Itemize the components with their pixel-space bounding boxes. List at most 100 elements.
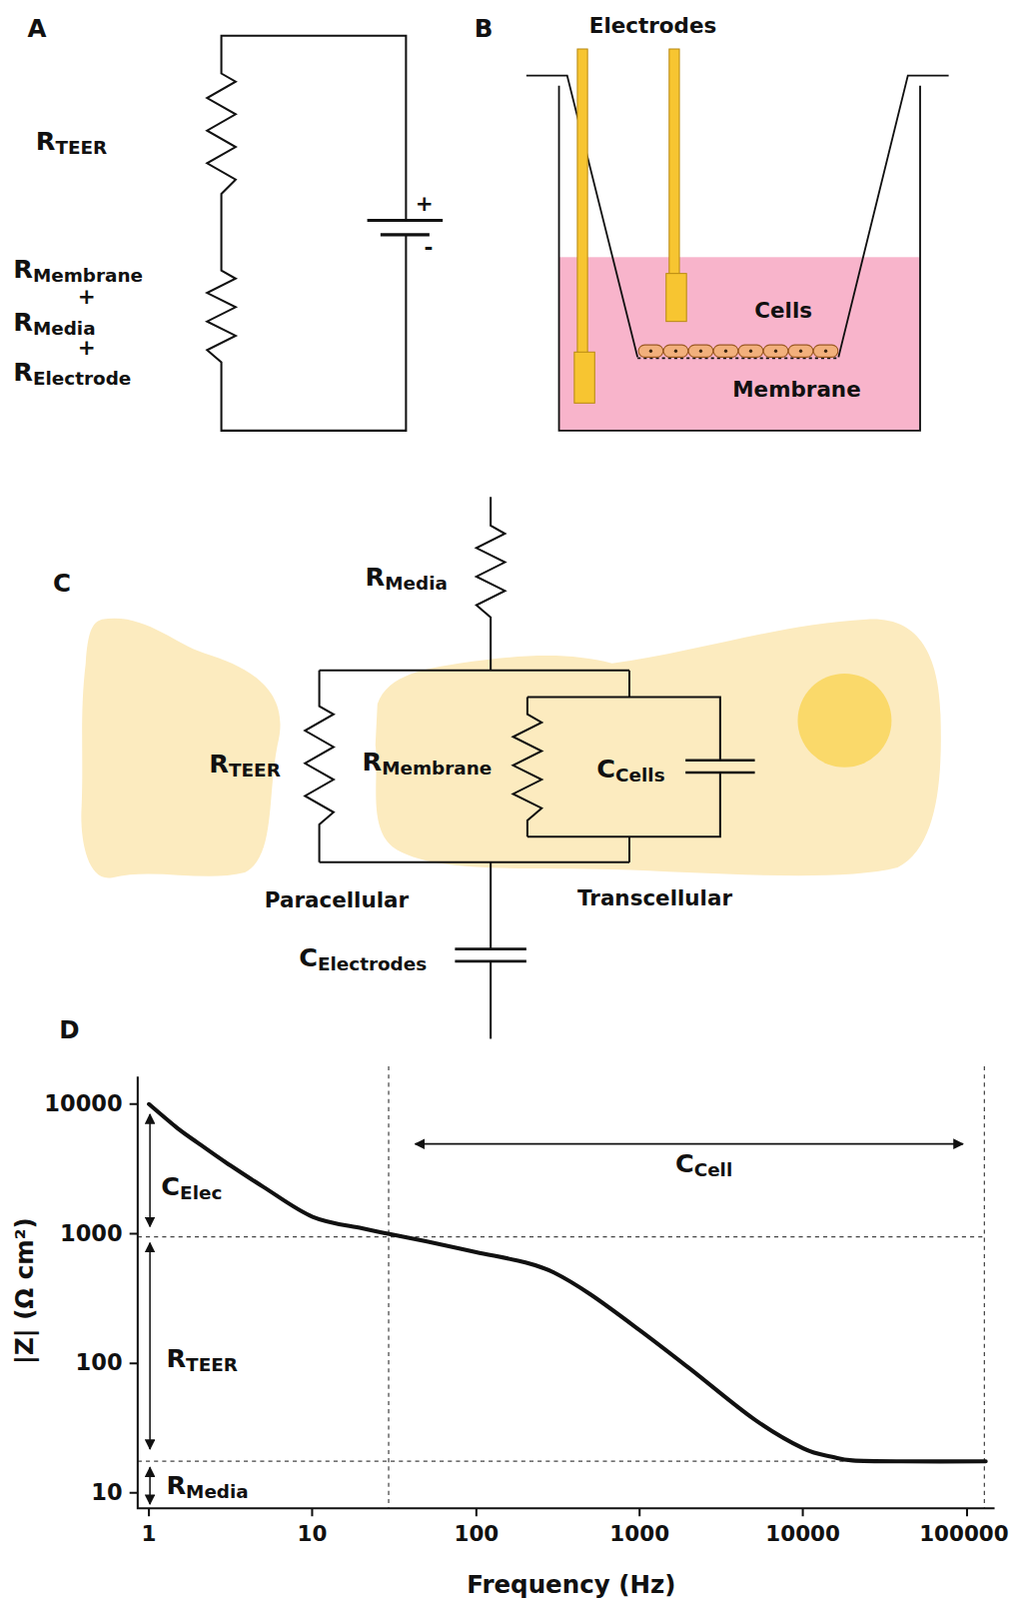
impedance-curve bbox=[148, 1103, 987, 1462]
axis-title: Frequency (Hz) bbox=[466, 1571, 676, 1597]
axis-tick-label: 1000 bbox=[609, 1523, 670, 1545]
electrode-label: Electrodes bbox=[589, 15, 717, 37]
wire bbox=[527, 696, 721, 760]
axis-line bbox=[137, 1075, 996, 1508]
panel-letter: C bbox=[52, 571, 71, 597]
guide-lines bbox=[137, 1065, 985, 1508]
axis-tick-label: 1000 bbox=[59, 1221, 123, 1244]
cell-layer bbox=[638, 344, 839, 357]
resistor-label: RMedia bbox=[12, 308, 95, 338]
y-ticks bbox=[129, 1103, 138, 1493]
battery-polarity: + bbox=[415, 192, 434, 214]
range-arrow bbox=[415, 1142, 964, 1145]
culture-medium bbox=[559, 256, 921, 431]
capacitor-label: CElectrodes bbox=[298, 945, 427, 975]
cell-nuclei bbox=[649, 349, 828, 353]
panel-letter: D bbox=[58, 1017, 79, 1043]
x-ticks bbox=[148, 1507, 968, 1516]
electrode-shaft bbox=[669, 48, 680, 275]
pathway-label: Paracellular bbox=[264, 890, 409, 912]
cell bbox=[788, 344, 814, 357]
battery-polarity: - bbox=[423, 236, 433, 258]
capacitor-label: CCells bbox=[596, 756, 665, 786]
media-resistor bbox=[476, 496, 506, 671]
capacitor-plate bbox=[685, 771, 755, 775]
range-label: RTEER bbox=[165, 1345, 237, 1375]
cell-nucleus bbox=[724, 349, 728, 353]
cell bbox=[638, 344, 664, 357]
resistor-label: RTEER bbox=[208, 751, 280, 781]
membrane-line bbox=[637, 356, 839, 359]
cell-nucleus bbox=[749, 349, 753, 353]
range-arrow bbox=[148, 1113, 151, 1226]
panel-letter: A bbox=[27, 15, 47, 41]
resistor-label: RElectrode bbox=[12, 358, 131, 388]
axis-tick-label: 10 bbox=[297, 1523, 328, 1545]
axis-tick-label: 10000 bbox=[765, 1523, 841, 1545]
guide-line bbox=[387, 1065, 389, 1508]
wire bbox=[319, 861, 630, 864]
electrode-shaft bbox=[577, 48, 588, 353]
panel-letter: B bbox=[474, 15, 494, 41]
well-outline bbox=[526, 75, 950, 431]
pathway-label: Transcellular bbox=[577, 888, 733, 910]
axis-tick-label: 10000 bbox=[43, 1092, 122, 1115]
range-arrow bbox=[148, 1466, 151, 1504]
cell-nucleus bbox=[824, 349, 828, 353]
range-arrows bbox=[149, 1113, 964, 1504]
capacitor-plate bbox=[454, 947, 526, 951]
range-label: CCell bbox=[675, 1150, 733, 1180]
axis-tick-label: 100 bbox=[453, 1523, 499, 1545]
wire bbox=[489, 862, 492, 950]
axis-tick-label: 1 bbox=[141, 1523, 157, 1545]
cell-body bbox=[80, 618, 280, 879]
plus-sign: + bbox=[77, 285, 96, 307]
membrane-label: Membrane bbox=[732, 378, 861, 400]
resistor-label: RMembrane bbox=[12, 255, 143, 285]
resistor-label: RMembrane bbox=[361, 748, 492, 778]
capacitor-plate bbox=[685, 758, 755, 762]
resistor-label: RTEER bbox=[35, 128, 107, 158]
electrode-tip bbox=[574, 351, 595, 403]
axes bbox=[129, 1075, 996, 1516]
cell-nucleus bbox=[674, 349, 678, 353]
axis-tick-label: 100000 bbox=[919, 1523, 1010, 1545]
range-label: RMedia bbox=[165, 1471, 248, 1501]
cell bbox=[813, 344, 839, 357]
wire bbox=[319, 669, 630, 672]
electrode-tip bbox=[666, 273, 687, 322]
cell-nucleus bbox=[799, 349, 803, 353]
teer-resistor bbox=[304, 670, 334, 863]
cell-nucleus bbox=[699, 349, 703, 353]
wire bbox=[628, 670, 631, 698]
cell bbox=[688, 344, 714, 357]
membrane-resistor bbox=[513, 696, 543, 837]
guide-line bbox=[984, 1065, 986, 1508]
plus-sign: + bbox=[77, 336, 96, 358]
battery-plate bbox=[367, 218, 444, 222]
range-label: CElec bbox=[160, 1172, 222, 1202]
insert-wall bbox=[838, 75, 949, 358]
cell-nucleus bbox=[797, 673, 892, 768]
axis-tick-label: 10 bbox=[90, 1481, 122, 1504]
guide-line bbox=[137, 1235, 985, 1237]
cell bbox=[763, 344, 789, 357]
cell bbox=[738, 344, 764, 357]
electrodes bbox=[574, 48, 687, 403]
cell bbox=[713, 344, 739, 357]
cell bbox=[663, 344, 689, 357]
wire bbox=[628, 836, 631, 863]
wire bbox=[489, 961, 492, 1039]
range-arrow bbox=[148, 1242, 151, 1449]
cell-nucleus bbox=[649, 349, 653, 353]
cells-label: Cells bbox=[754, 300, 813, 322]
cell-nucleus bbox=[774, 349, 778, 353]
circuit-a bbox=[206, 35, 443, 431]
wire-loop bbox=[206, 35, 406, 431]
battery-plate bbox=[380, 232, 430, 236]
cell-body bbox=[375, 619, 942, 877]
axis-tick-label: 100 bbox=[75, 1351, 123, 1374]
axis-title: |Z| (Ω cm²) bbox=[11, 1216, 37, 1364]
